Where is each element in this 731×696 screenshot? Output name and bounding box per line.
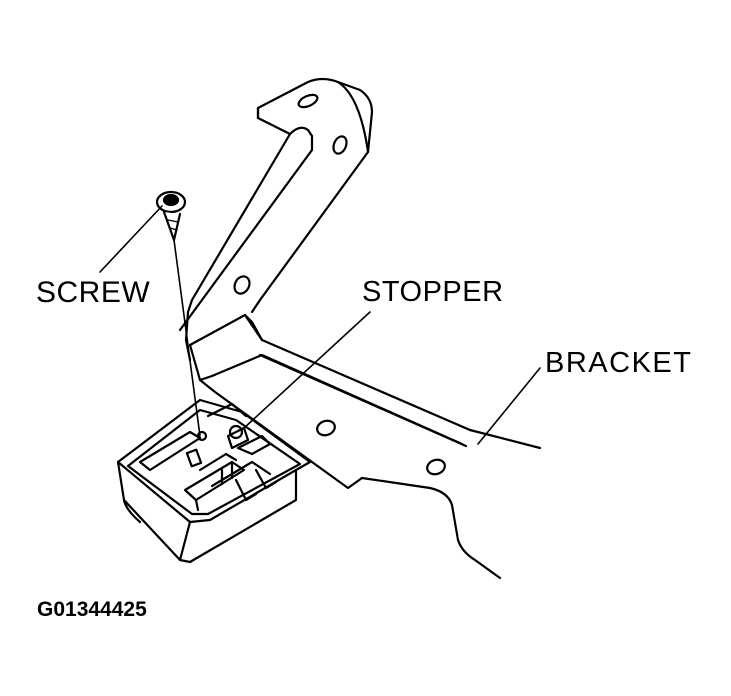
bracket-plate bbox=[188, 313, 542, 580]
stopper-block bbox=[116, 398, 312, 564]
screw-label: SCREW bbox=[36, 276, 151, 309]
screw-leader bbox=[99, 205, 163, 273]
bracket-label: BRACKET bbox=[545, 347, 693, 379]
stopper-label: STOPPER bbox=[362, 276, 504, 308]
screw bbox=[155, 190, 201, 437]
figure-id: G01344425 bbox=[37, 598, 147, 621]
leader-lines bbox=[99, 205, 541, 445]
bracket-arm bbox=[178, 77, 374, 362]
stopper-leader bbox=[243, 311, 371, 429]
bracket-leader bbox=[477, 367, 541, 445]
